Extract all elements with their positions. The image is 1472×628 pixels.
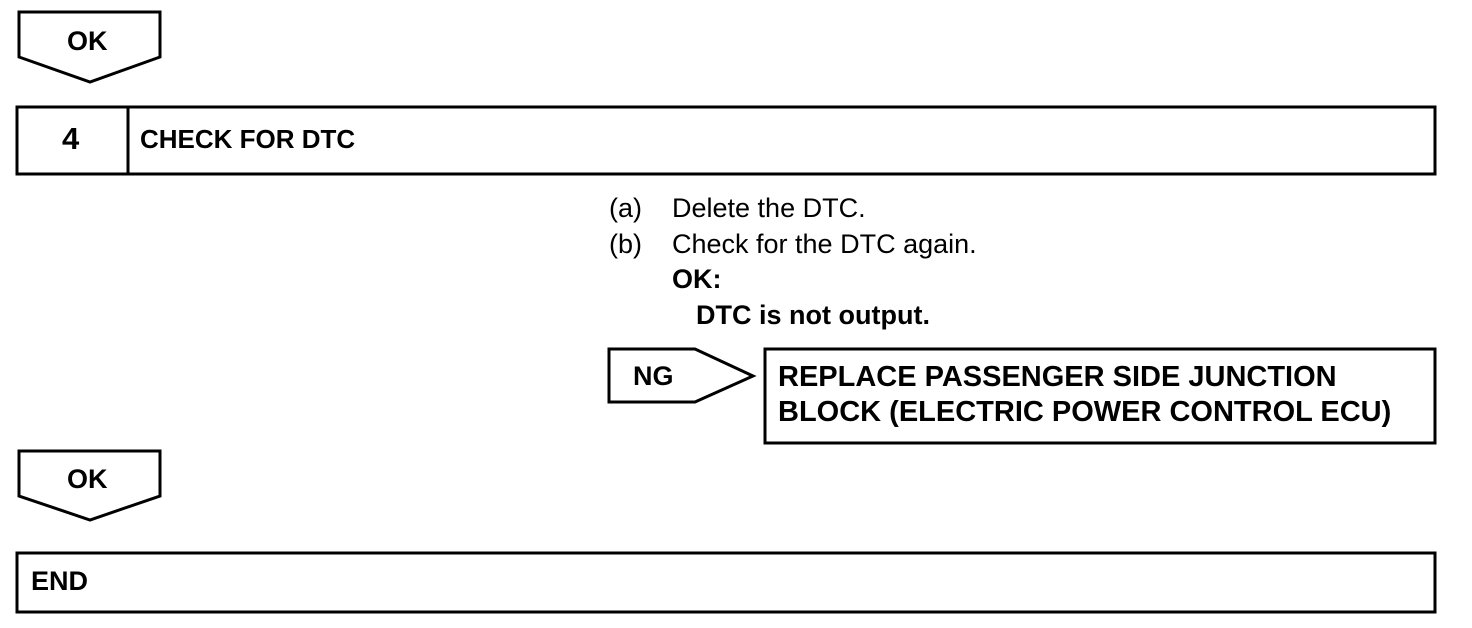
- instruction-a-text: Delete the DTC.: [672, 193, 866, 223]
- instruction-b-text: Check for the DTC again.: [672, 229, 977, 259]
- step-box: [15, 105, 1437, 176]
- ok-arrow-top-label: OK: [67, 26, 108, 56]
- end-label: END: [31, 566, 89, 596]
- result-box: [763, 347, 1437, 445]
- ok-arrow-top-shape: [17, 10, 162, 84]
- instruction-a-marker: (a): [609, 193, 642, 223]
- step-title: CHECK FOR DTC: [140, 124, 356, 154]
- ok-condition-label: OK:: [672, 264, 722, 294]
- ng-arrow-label: NG: [633, 361, 674, 391]
- result-line-1: REPLACE PASSENGER SIDE JUNCTION: [778, 361, 1337, 393]
- step-number: 4: [62, 121, 80, 156]
- instruction-b-marker: (b): [609, 229, 642, 259]
- ok-arrow-bottom-label: OK: [67, 464, 108, 494]
- ok-condition-text: DTC is not output.: [696, 300, 930, 330]
- ng-arrow-shape: [607, 347, 757, 404]
- ok-arrow-bottom-shape: [17, 449, 162, 522]
- result-line-2: BLOCK (ELECTRIC POWER CONTROL ECU): [778, 396, 1392, 428]
- end-box: [15, 551, 1437, 614]
